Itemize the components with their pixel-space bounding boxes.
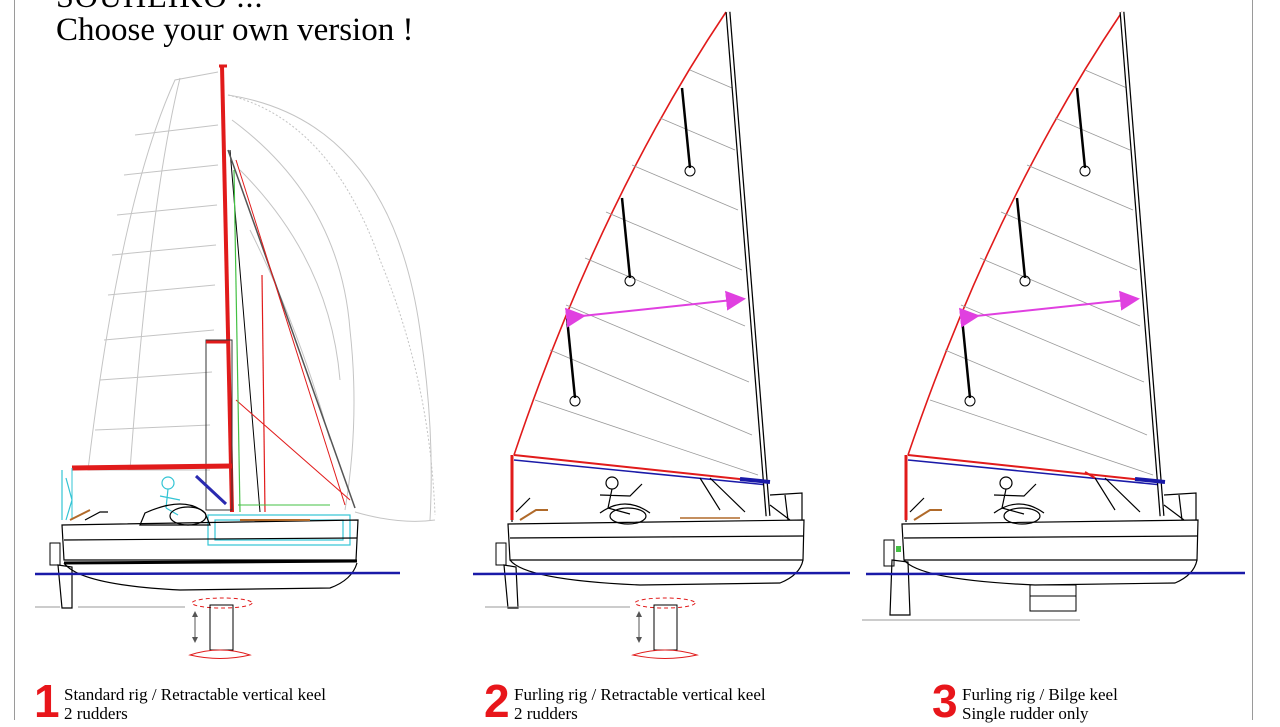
boat-3-waterline [865,571,1246,576]
boat-2-reef-arrow [565,290,746,328]
page-title: Choose your own version ! [56,12,414,48]
boat-1-keel [188,597,253,659]
version-1-line2: 2 rudders [64,704,128,723]
boat-1-ghost-sails [87,71,436,522]
boat-1-drawing [34,64,436,659]
boat-3-reef-arrow [959,290,1140,328]
boat-3-drawing [862,11,1246,621]
boat-2-keel [631,597,699,659]
boat-2-waterline [472,571,851,576]
version-2-number: 2 [484,675,510,727]
version-3-line1: Furling rig / Bilge keel [962,685,1118,704]
version-1-line1: Standard rig / Retractable vertical keel [64,685,326,704]
frame-right-border [1252,0,1253,720]
boat-3-bilge-keel [1029,584,1077,612]
version-2-line2: 2 rudders [514,704,578,723]
boat-1-hull [61,503,359,591]
version-3-number: 3 [932,675,958,727]
boat-3-hull [901,519,1199,586]
cut-heading: SOUHEIKO ... [56,0,264,15]
boat-1-waterline [34,571,401,576]
boat-3-mainsail [907,11,1163,486]
boat-2-hull [507,519,805,586]
boat-2-drawing [472,11,851,659]
boat-1-boom [71,463,233,471]
boat-1-mast [220,65,234,513]
version-2-line1: Furling rig / Retractable vertical keel [514,685,766,704]
version-3-line2: Single rudder only [962,704,1089,723]
frame-left-border [14,0,15,720]
boat-2-mainsail [513,11,769,486]
version-1-number: 1 [34,675,60,727]
